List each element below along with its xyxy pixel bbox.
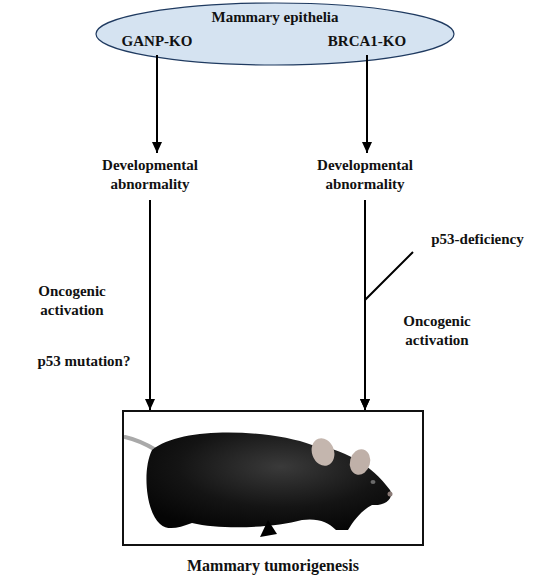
process-note: p53 mutation? bbox=[14, 352, 154, 371]
process-note: Oncogenic activation bbox=[12, 282, 132, 320]
node-text: Developmental abnormality bbox=[80, 156, 220, 194]
process-note: Oncogenic activation bbox=[377, 312, 497, 350]
node-text: BRCA1-KO bbox=[328, 32, 406, 51]
node-text: GANP-KO bbox=[122, 32, 193, 51]
flow-arrow bbox=[366, 55, 368, 153]
mouse-illustration bbox=[122, 410, 424, 546]
node-text: Developmental abnormality bbox=[295, 156, 435, 194]
knockout-label: GANP-KO bbox=[115, 30, 199, 52]
tumor-box: Mammary tumorigenesis bbox=[122, 410, 424, 546]
flow-arrow bbox=[364, 200, 366, 410]
box-caption: Mammary tumorigenesis bbox=[84, 556, 462, 575]
node-title: Mammary epithelia bbox=[95, 8, 455, 27]
flow-arrow bbox=[156, 55, 158, 153]
factor-label: p53-deficiency bbox=[405, 228, 550, 250]
epithelium-ellipse: Mammary epitheliaGANP-KO BRCA1-KO bbox=[95, 2, 455, 66]
flow-arrow bbox=[149, 200, 151, 410]
stage-label: Developmental abnormality bbox=[80, 153, 220, 197]
flow-arrow bbox=[365, 252, 413, 410]
node-text: p53-deficiency bbox=[431, 230, 523, 249]
knockout-label: BRCA1-KO bbox=[317, 30, 417, 52]
stage-label: Developmental abnormality bbox=[295, 153, 435, 197]
